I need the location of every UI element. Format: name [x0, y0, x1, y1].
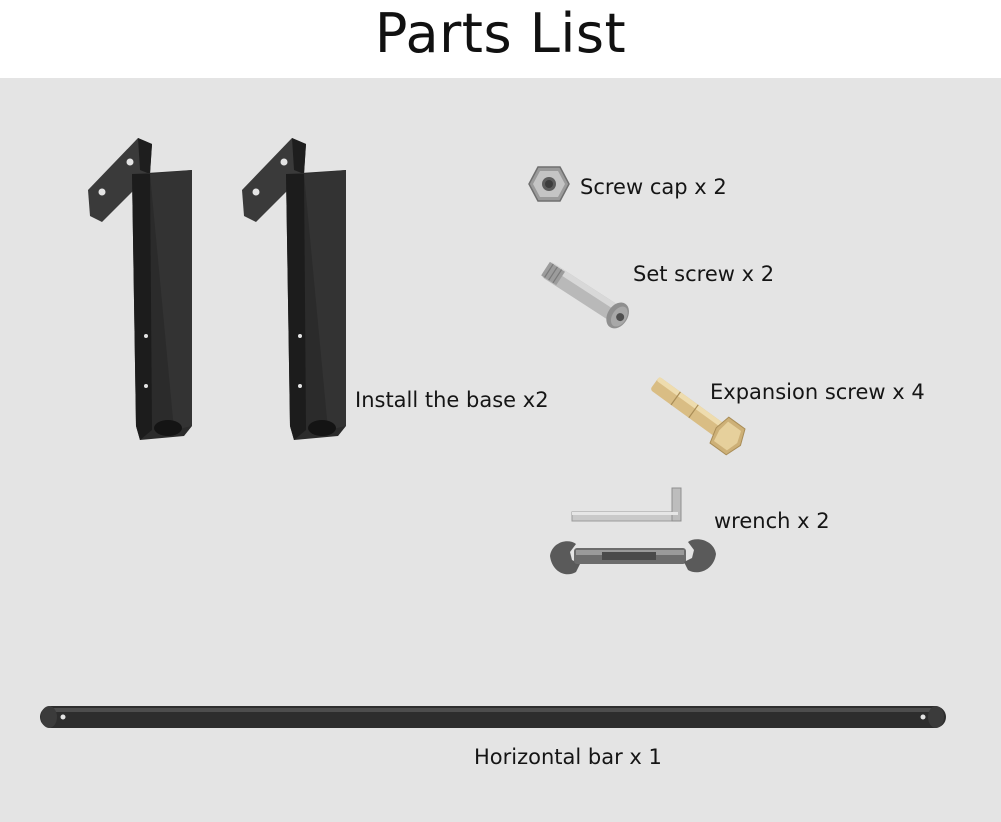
hex-nut-icon — [528, 166, 570, 202]
expansion-screw-label: Expansion screw x 4 — [710, 380, 925, 404]
wrench-label: wrench x 2 — [714, 509, 830, 533]
wrench-icon — [550, 539, 716, 575]
expansion-bolt-icon — [651, 377, 746, 456]
page-title: Parts List — [374, 2, 627, 65]
screw-cap-label: Screw cap x 2 — [580, 175, 727, 199]
set-screw-label: Set screw x 2 — [633, 262, 775, 286]
horizontal-bar-icon — [40, 706, 946, 728]
wall-bracket-right — [242, 138, 346, 440]
horizontal-bar-label: Horizontal bar x 1 — [474, 745, 662, 769]
header: Parts List — [0, 0, 1001, 78]
wall-bracket-left — [88, 138, 192, 440]
bolt-icon — [541, 261, 629, 329]
base-label: Install the base x2 — [355, 388, 549, 412]
allen-key-icon — [571, 487, 682, 522]
